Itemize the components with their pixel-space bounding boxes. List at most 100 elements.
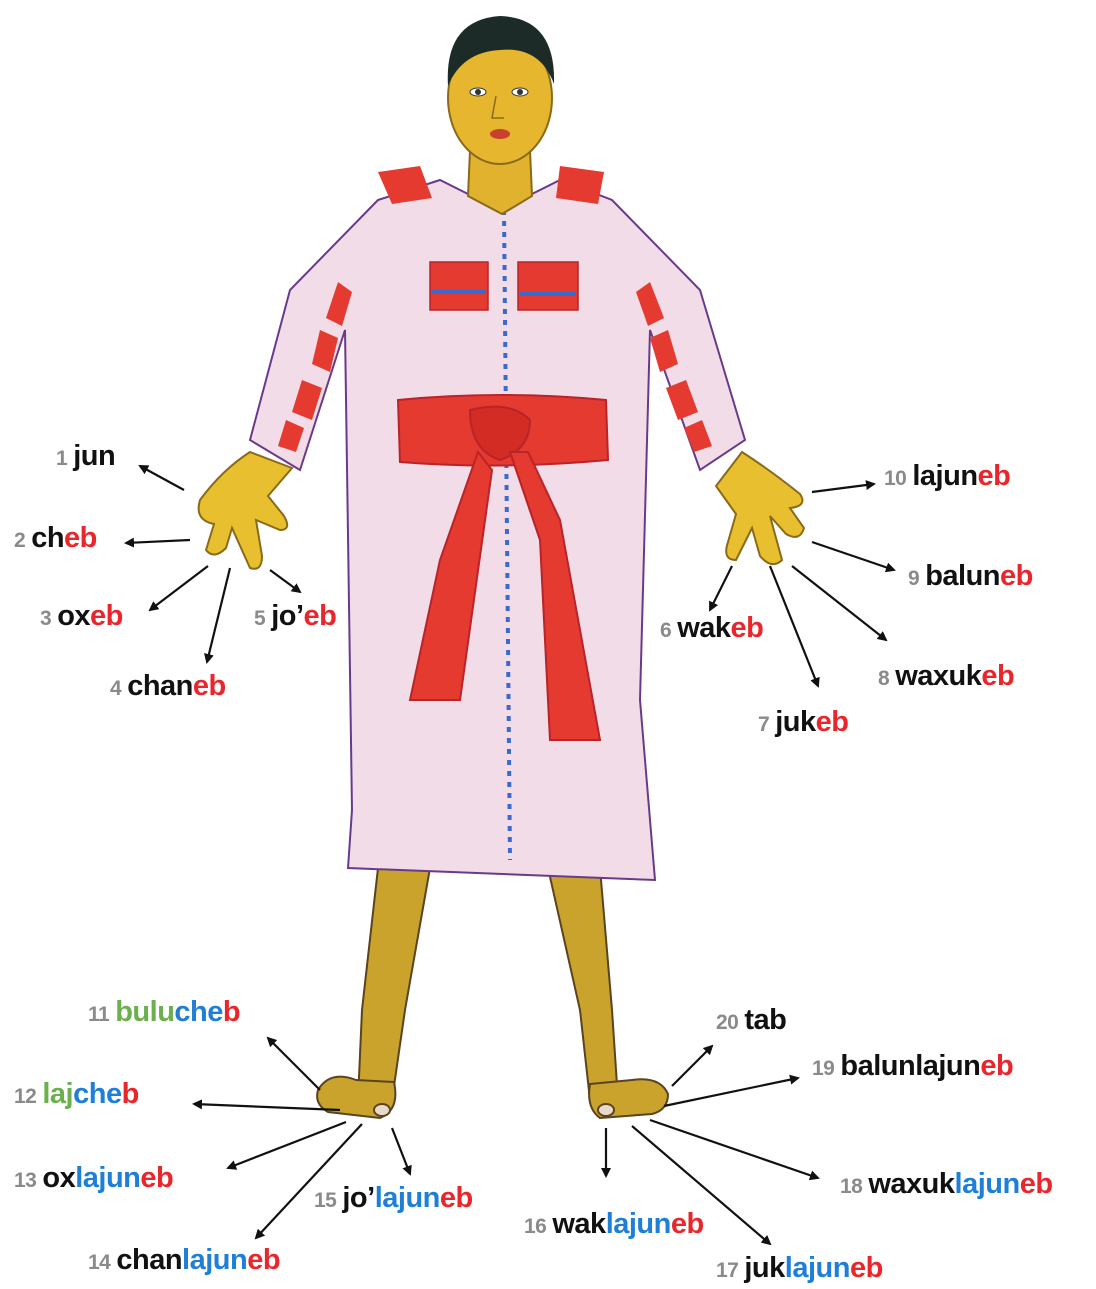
label-word-part: eb bbox=[978, 460, 1011, 492]
label-word-part: laj bbox=[42, 1078, 73, 1110]
label-word-part: eb bbox=[981, 660, 1014, 692]
label-word-part: eb bbox=[90, 600, 123, 632]
label-word-part: eb bbox=[1020, 1168, 1053, 1200]
label-20: 20 tab bbox=[716, 1004, 786, 1039]
label-word-part: wak bbox=[677, 612, 730, 644]
legs bbox=[358, 868, 618, 1100]
label-word-part: eb bbox=[980, 1050, 1013, 1082]
arrow-20 bbox=[672, 1046, 712, 1086]
robe bbox=[250, 180, 745, 880]
arrow-7 bbox=[770, 566, 818, 686]
label-word-part: juk bbox=[775, 706, 815, 738]
label-number: 8 bbox=[878, 667, 889, 690]
label-word-part: b bbox=[122, 1078, 139, 1110]
label-word-part: juk bbox=[744, 1252, 784, 1284]
label-number: 18 bbox=[840, 1175, 862, 1198]
arrow-4 bbox=[207, 568, 230, 662]
label-word-part: balun bbox=[925, 560, 1000, 592]
label-10: 10 lajuneb bbox=[884, 460, 1010, 495]
label-word-part: lajun bbox=[955, 1168, 1020, 1200]
arrow-3 bbox=[150, 566, 208, 610]
label-word-part: eb bbox=[440, 1182, 473, 1214]
label-word-part: lajun bbox=[912, 460, 977, 492]
label-word-part: wak bbox=[552, 1208, 605, 1240]
label-13: 13 oxlajuneb bbox=[14, 1162, 173, 1197]
label-5: 5 jo’eb bbox=[254, 600, 336, 635]
label-11: 11 bulucheb bbox=[88, 996, 240, 1031]
label-number: 2 bbox=[14, 529, 25, 552]
label-word-part: waxuk bbox=[868, 1168, 954, 1200]
label-word-part: waxuk bbox=[895, 660, 981, 692]
label-2: 2 cheb bbox=[14, 522, 97, 557]
label-number: 7 bbox=[758, 713, 769, 736]
label-word-part: che bbox=[174, 996, 222, 1028]
label-7: 7 jukeb bbox=[758, 706, 848, 741]
label-word-part: ox bbox=[42, 1162, 75, 1194]
label-number: 10 bbox=[884, 467, 906, 490]
label-number: 1 bbox=[56, 447, 67, 470]
label-19: 19 balunlajuneb bbox=[812, 1050, 1013, 1085]
label-number: 16 bbox=[524, 1215, 546, 1238]
label-word-part: ox bbox=[57, 600, 90, 632]
label-word-part: lajun bbox=[75, 1162, 140, 1194]
arrow-10 bbox=[812, 484, 874, 492]
label-word-part: b bbox=[223, 996, 240, 1028]
arrow-14 bbox=[256, 1124, 362, 1238]
label-number: 6 bbox=[660, 619, 671, 642]
label-word-part: eb bbox=[850, 1252, 883, 1284]
arrow-8 bbox=[792, 566, 886, 640]
label-number: 20 bbox=[716, 1011, 738, 1034]
label-1: 1 jun bbox=[56, 440, 115, 475]
label-number: 5 bbox=[254, 607, 265, 630]
feet bbox=[317, 1077, 668, 1118]
arrow-15 bbox=[392, 1128, 410, 1174]
label-word-part: che bbox=[73, 1078, 121, 1110]
label-word-part: eb bbox=[247, 1244, 280, 1276]
arrow-5 bbox=[270, 570, 300, 592]
label-word-part: lajun bbox=[606, 1208, 671, 1240]
label-word-part: eb bbox=[64, 522, 97, 554]
label-number: 15 bbox=[314, 1189, 336, 1212]
label-word-part: eb bbox=[140, 1162, 173, 1194]
label-15: 15 jo’lajuneb bbox=[314, 1182, 473, 1217]
label-18: 18 waxuklajuneb bbox=[840, 1168, 1053, 1203]
label-16: 16 waklajuneb bbox=[524, 1208, 704, 1243]
label-word-part: lajun bbox=[785, 1252, 850, 1284]
label-word-part: eb bbox=[671, 1208, 704, 1240]
label-number: 19 bbox=[812, 1057, 834, 1080]
arrow-19 bbox=[664, 1078, 798, 1106]
label-number: 3 bbox=[40, 607, 51, 630]
label-12: 12 lajcheb bbox=[14, 1078, 139, 1113]
arrow-11 bbox=[268, 1038, 320, 1090]
arrow-1 bbox=[140, 466, 184, 490]
label-number: 13 bbox=[14, 1169, 36, 1192]
label-word-part: jun bbox=[73, 440, 115, 472]
label-word-part: jo’ bbox=[342, 1182, 374, 1214]
label-word-part: eb bbox=[816, 706, 849, 738]
label-8: 8 waxukeb bbox=[878, 660, 1014, 695]
arrow-12 bbox=[194, 1104, 340, 1110]
label-word-part: eb bbox=[304, 600, 337, 632]
label-word-part: tab bbox=[744, 1004, 786, 1036]
label-word-part: lajun bbox=[375, 1182, 440, 1214]
label-3: 3 oxeb bbox=[40, 600, 123, 635]
label-word-part: eb bbox=[193, 670, 226, 702]
label-number: 9 bbox=[908, 567, 919, 590]
label-number: 11 bbox=[88, 1003, 109, 1026]
label-number: 14 bbox=[88, 1251, 110, 1274]
label-word-part: chan bbox=[116, 1244, 182, 1276]
label-14: 14chanlajuneb bbox=[88, 1244, 280, 1279]
label-word-part: jo’ bbox=[271, 600, 303, 632]
label-word-part: ch bbox=[31, 522, 64, 554]
arrow-2 bbox=[126, 540, 190, 543]
label-number: 12 bbox=[14, 1085, 36, 1108]
label-word-part: balunlajun bbox=[840, 1050, 980, 1082]
label-word-part: bulu bbox=[115, 996, 174, 1028]
label-word-part: chan bbox=[127, 670, 193, 702]
